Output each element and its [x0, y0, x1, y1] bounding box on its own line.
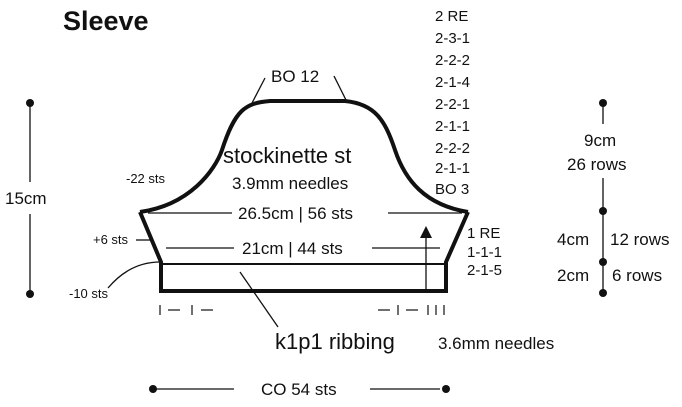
- direction-arrow-icon: [420, 226, 432, 238]
- cap-sequence-step: BO 3: [435, 181, 469, 198]
- cap-top-leader-left: [251, 77, 266, 104]
- diagram-title: Sleeve: [63, 6, 149, 36]
- side-sequence-step: 1-1-1: [467, 244, 502, 261]
- cap-sequence: 2 RE 2-3-1 2-2-2 2-1-4 2-2-1 2-1-1 2-2-2…: [435, 8, 470, 198]
- total-height-label: 15cm: [5, 189, 47, 208]
- cap-top-leader-right: [333, 75, 347, 101]
- left-ribbing-leader: [107, 261, 161, 289]
- width-bottom-label: 21cm | 44 sts: [242, 239, 343, 258]
- cap-sequence-step: 2-2-2: [435, 140, 470, 157]
- sleeve-right-side: [444, 211, 470, 291]
- sleeve-cap-outline: [139, 99, 469, 214]
- sleeve-left-side: [138, 211, 163, 291]
- cap-sequence-step: 2 RE: [435, 8, 468, 25]
- left-decrease-label: -22 sts: [126, 171, 166, 186]
- left-increase-label: +6 sts: [93, 232, 129, 247]
- main-stitch-label: stockinette st: [223, 143, 351, 168]
- side-height-label: 4cm: [557, 230, 589, 249]
- ribbing-pattern-marks: [159, 305, 445, 315]
- right-dot-bottom: [599, 289, 607, 297]
- side-rows-label: 12 rows: [610, 230, 670, 249]
- side-sequence: 1 RE 1-1-1 2-1-5: [467, 225, 502, 279]
- cap-sequence-step: 2-2-1: [435, 96, 470, 113]
- cap-bind-off-label: BO 12: [271, 67, 319, 86]
- cap-sequence-step: 2-1-1: [435, 160, 470, 177]
- cap-sequence-step: 2-2-2: [435, 52, 470, 69]
- cap-sequence-step: 2-1-1: [435, 118, 470, 135]
- cap-sequence-step: 2-3-1: [435, 30, 470, 47]
- left-ribbing-decrease-label: -10 sts: [69, 286, 109, 301]
- cap-rows-label: 26 rows: [567, 155, 627, 174]
- height-dot-bottom: [26, 290, 34, 298]
- side-sequence-step: 1 RE: [467, 225, 500, 242]
- cast-on-dot-right: [442, 385, 450, 393]
- side-sequence-step: 2-1-5: [467, 262, 502, 279]
- ribbing-stitch-label: k1p1 ribbing: [275, 329, 395, 354]
- cap-sequence-step: 2-1-4: [435, 74, 470, 91]
- cap-height-label: 9cm: [584, 131, 616, 150]
- cast-on-label: CO 54 sts: [261, 380, 337, 399]
- ribbing-needles-label: 3.6mm needles: [438, 334, 554, 353]
- width-top-label: 26.5cm | 56 sts: [238, 204, 353, 223]
- main-needles-label: 3.9mm needles: [232, 174, 348, 193]
- rib-rows-label: 6 rows: [612, 266, 662, 285]
- rib-height-label: 2cm: [557, 266, 589, 285]
- ribbing-leader: [239, 271, 279, 328]
